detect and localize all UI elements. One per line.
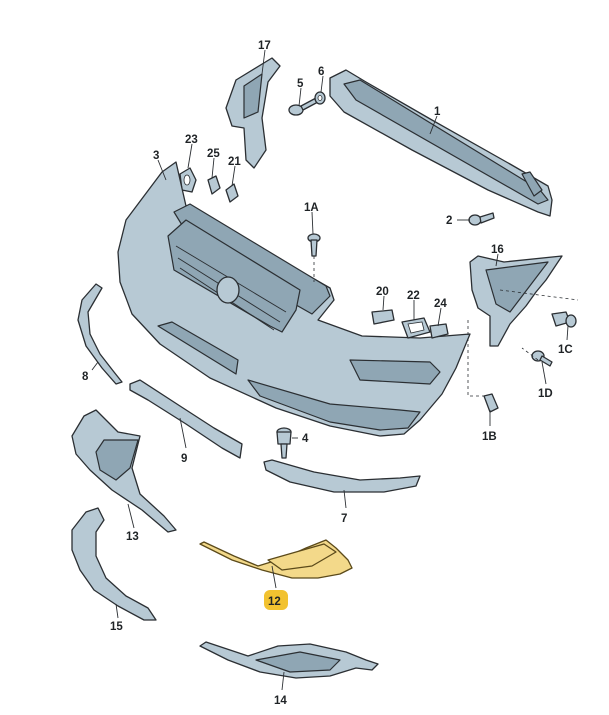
part-1-impact-beam[interactable] [329,69,553,217]
callout-1A: 1A [304,202,319,214]
part-7-trim-strip[interactable] [263,459,421,493]
callout-1C: 1C [558,344,573,356]
callout-6: 6 [318,66,324,78]
callout-12: 12 [268,596,281,608]
callout-22: 22 [407,290,420,302]
callout-3: 3 [153,150,159,162]
callout-2: 2 [446,215,452,227]
assembly-line [467,320,484,397]
part-24-clip[interactable] [429,323,449,339]
part-1A-screw[interactable] [307,233,321,257]
part-13-arch-liner[interactable] [71,409,177,533]
callout-9: 9 [181,453,187,465]
callout-24: 24 [434,298,447,310]
part-9-grille-trim[interactable] [129,379,243,459]
part-8-trim-strip[interactable] [77,283,123,385]
callout-16: 16 [491,244,504,256]
part-22-frame[interactable] [401,317,431,339]
callout-1D: 1D [538,388,553,400]
leader-lines [91,49,569,691]
callout-1: 1 [434,106,441,118]
callout-20: 20 [376,286,389,298]
callout-23: 23 [185,134,198,146]
callout-8: 8 [82,371,89,383]
part-3-bumper-cover[interactable] [117,161,471,437]
part-17-bracket[interactable] [225,57,281,169]
part-14-undertray[interactable] [199,641,379,679]
part-1D-screw[interactable] [531,350,553,367]
part-15-arch-liner[interactable] [71,507,157,621]
callout-25: 25 [207,148,220,160]
part-21-clip[interactable] [225,183,239,203]
callout-14: 14 [274,695,287,707]
part-20-cover[interactable] [371,309,395,325]
part-16-bracket[interactable] [469,255,563,347]
part-25-clip[interactable] [207,175,221,195]
part-6-nut[interactable] [314,91,326,105]
callout-13: 13 [126,531,139,543]
part-1B-clip[interactable] [483,393,499,413]
part-12-cover-highlighted[interactable] [199,539,353,579]
part-4-bolt[interactable] [276,427,292,459]
part-1C-bolt[interactable] [551,311,577,328]
part-5-screw[interactable] [288,97,319,116]
assembly-line [499,289,579,301]
part-2-screw[interactable] [468,212,495,226]
callout-15: 15 [110,621,123,633]
callout-21: 21 [228,156,241,168]
callout-17: 17 [258,40,271,52]
callout-7: 7 [341,513,347,525]
callout-4: 4 [302,433,309,445]
callout-12-highlight[interactable]: 12 [264,590,288,610]
callout-5: 5 [297,78,304,90]
callout-1B: 1B [482,431,497,443]
